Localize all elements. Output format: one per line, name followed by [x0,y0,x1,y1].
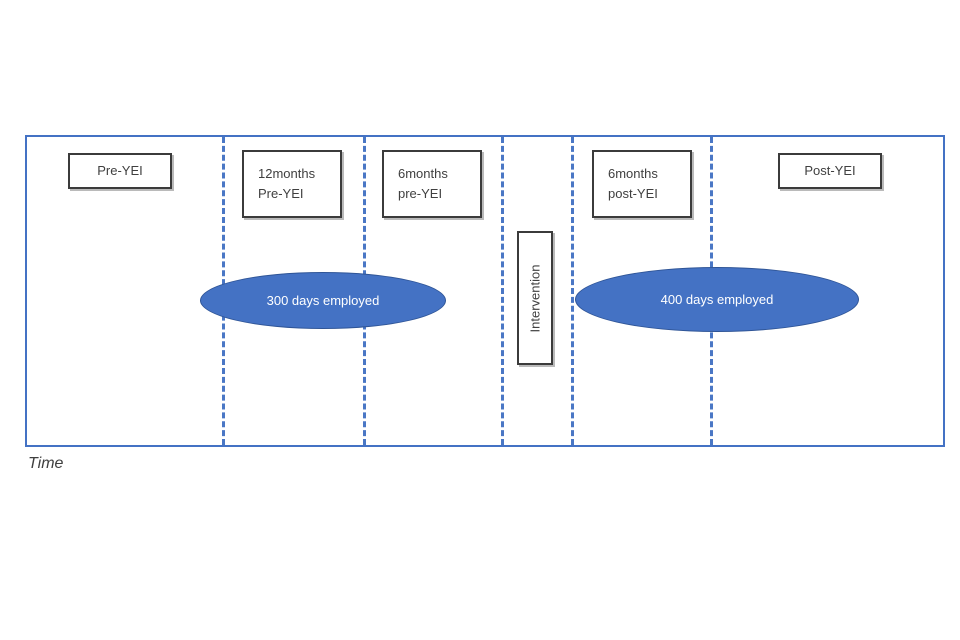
period-label-line: post-YEI [608,186,658,201]
employment-ellipse-label: 400 days employed [660,292,774,307]
period-box-post-yei[interactable]: Post-YEI [778,153,882,189]
period-box-12months-pre-yei[interactable]: 12months Pre-YEI [242,150,342,218]
period-label-line: 6months [398,166,448,181]
intervention-label: Intervention [527,264,543,332]
period-label-line: 12months [258,166,316,181]
period-label-line: Pre-YEI [97,163,143,178]
period-box-pre-yei[interactable]: Pre-YEI [68,153,172,189]
period-divider-3 [501,137,504,445]
employment-ellipse-pre-intervention[interactable]: 300 days employed [200,272,446,329]
period-label-line: pre-YEI [398,186,443,201]
timeline-frame: Pre-YEI 12months Pre-YEI 6months pre-YEI… [25,135,945,447]
employment-ellipse-label: 300 days employed [266,293,380,308]
period-label-line: Pre-YEI [258,186,304,201]
period-box-6months-post-yei[interactable]: 6months post-YEI [592,150,692,218]
period-label-line: Post-YEI [804,163,856,178]
period-box-6months-pre-yei[interactable]: 6months pre-YEI [382,150,482,218]
intervention-box[interactable]: Intervention [517,231,553,365]
period-divider-4 [571,137,574,445]
time-axis-label: Time [28,455,64,472]
employment-ellipse-post-intervention[interactable]: 400 days employed [575,267,859,332]
period-label-line: 6months [608,166,658,181]
